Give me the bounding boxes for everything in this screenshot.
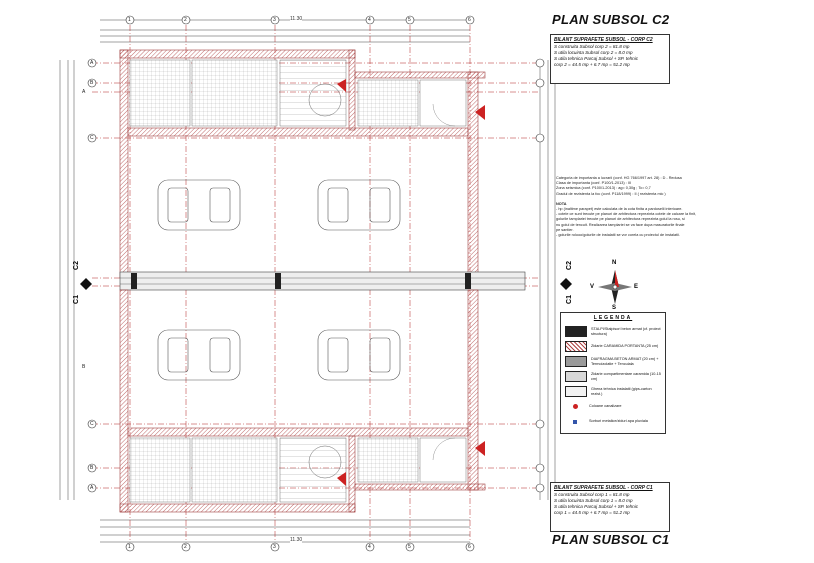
row-label-a-top: A <box>90 60 94 66</box>
bilant-c1-header: BILANT SUPRAFETE SUBSOL - CORP C1 <box>554 485 653 491</box>
compass-s: S <box>612 305 617 311</box>
legend-swatch-diaphragm <box>565 356 587 367</box>
legend-swatch-brick <box>565 341 587 352</box>
note-line: Clasa de importanta (conf. P100/1-2013) … <box>556 181 631 186</box>
legend-item: Sorburi metalice/ziduri apa pluviala <box>561 414 665 429</box>
column-label-6-top: 6 <box>468 17 471 23</box>
garage-cars-lower <box>157 329 401 381</box>
row-label-b-bottom: B <box>90 465 94 471</box>
bilant-c2-line: corp 2 = 44.5 mp + 6.7 mp = 51.2 mp <box>554 62 630 67</box>
section-mark-c2-left: C2 <box>72 261 80 270</box>
compass-v: V <box>590 284 595 290</box>
bilant-box-c2: BILANT SUPRAFETE SUBSOL - CORP C2 S cons… <box>550 34 670 84</box>
note-line: Zona seismica (conf. P100/1-2013) : ag= … <box>556 186 651 191</box>
column-label-4-bottom: 4 <box>368 544 371 550</box>
note-line: nu golul de tencuit. Realizarea tamplari… <box>556 222 685 227</box>
column-label-1-top: 1 <box>128 17 131 23</box>
overall-dimension-top: 11.30 <box>290 16 303 22</box>
compass-n: N <box>612 260 617 266</box>
note-line: pe santier. <box>556 227 574 232</box>
middle-wall <box>119 271 526 291</box>
bilant-c2-header: BILANT SUPRAFETE SUBSOL - CORP C2 <box>554 37 653 43</box>
legend-title: LEGENDA <box>593 315 633 321</box>
note-heading: NOTA <box>556 201 567 206</box>
legend-item: Zidarie compartimentare caramida (10-15 … <box>561 369 665 384</box>
legend-swatch-gutter-icon <box>573 419 577 424</box>
bilant-c2-line: S utila tehnica Parcaj Subsol + SP. tehn… <box>554 56 639 61</box>
note-line: Categoria de importanta a lucrarii (conf… <box>556 176 682 180</box>
bilant-c1-line: corp 1 = 44.5 mp + 6.7 mp = 51.2 mp <box>554 510 630 515</box>
column-label-5-bottom: 5 <box>408 544 411 550</box>
bilant-c1-line: S construita Subsol corp 1 = 81.8 mp <box>554 492 630 497</box>
top-dimensions <box>59 19 556 543</box>
column-label-2-top: 2 <box>184 17 187 23</box>
note-line: - golurile rolooo/golurile de instalatii… <box>556 233 680 238</box>
legend-item-label: Zidarie compartimentare caramida (10-15 … <box>591 372 661 381</box>
row-label-a2-top: A <box>82 89 86 95</box>
legend-item-label: Coloane canalizare <box>589 404 622 409</box>
legend-item: Coloane canalizare <box>561 399 665 414</box>
legend-item: DIAFRAGMA BETON ARMAT (20 cm) + Termoizo… <box>561 354 665 369</box>
bilant-c1-line: S utila locuinta Subsol corp 1 = 8.0 mp <box>554 498 633 503</box>
note-line: golurile tamplariei trecute pe planuri d… <box>556 217 685 222</box>
legend-item-label: Ghena tehnica instalatii (gips-carton re… <box>591 387 652 396</box>
legend-item: Ghena tehnica instalatii (gips-carton re… <box>561 384 665 399</box>
compass-e: E <box>634 284 639 290</box>
title-plan-subsol-c2: PLAN SUBSOL C2 <box>552 12 670 27</box>
row-label-c-bottom: C <box>90 421 94 427</box>
title-plan-subsol-c1: PLAN SUBSOL C1 <box>552 532 670 547</box>
column-label-3-top: 3 <box>273 17 276 23</box>
section-mark-c1-left: C1 <box>72 295 80 304</box>
project-notes: Categoria de importanta a lucrarii (conf… <box>556 176 756 238</box>
lower-block-walls <box>119 289 486 513</box>
legend-item-label: DIAFRAGMA BETON ARMAT (20 cm) + Termoizo… <box>591 357 659 366</box>
legend-item-label: Zidarie CARAMIDA PORTANTA (25 cm) <box>591 344 659 349</box>
legend-item-label: Sorburi metalice/ziduri apa pluviala <box>589 419 648 424</box>
bilant-box-c1: BILANT SUPRAFETE SUBSOL - CORP C1 S cons… <box>550 482 670 532</box>
legend-swatch-drain-icon <box>573 404 578 409</box>
overall-dimension-bottom: 11.30 <box>290 537 303 543</box>
legend-swatch-partition <box>565 371 587 382</box>
bilant-c2-line: S utila locuinta Subsol corp 2 = 8.0 mp <box>554 50 633 55</box>
section-mark-c1-right: C1 <box>565 295 573 304</box>
upper-rooms <box>129 59 485 127</box>
row-label-b2-bottom: B <box>82 364 86 370</box>
legend-item: STALPI/Stalpisori beton armat (cf. proie… <box>561 324 665 339</box>
row-label-a-bottom: A <box>90 485 94 491</box>
row-label-c-top: C <box>90 135 94 141</box>
note-line: - hp (inaltime parapet) este calculata d… <box>556 207 683 212</box>
row-label-b-top: B <box>90 80 94 86</box>
column-label-2-bottom: 2 <box>184 544 187 550</box>
legend-swatch-shaft <box>565 386 587 397</box>
section-markers <box>80 278 572 290</box>
legend-item-label: STALPI/Stalpisori beton armat (cf. proie… <box>591 327 661 336</box>
garage-cars-upper <box>157 179 401 231</box>
column-label-4-top: 4 <box>368 17 371 23</box>
lower-rooms <box>129 437 485 503</box>
note-line: Gradul de rezistenta la foc (conf. P118/… <box>556 191 666 196</box>
note-line: - cotele ce sunt trecute pe planuri de a… <box>556 212 697 217</box>
bilant-c2-line: S construita Subsol corp 2 = 81.8 mp <box>554 44 630 49</box>
legend-box: LEGENDA STALPI/Stalpisori beton armat (c… <box>560 312 666 434</box>
column-label-1-bottom: 1 <box>128 544 131 550</box>
legend-item: Zidarie CARAMIDA PORTANTA (25 cm) <box>561 339 665 354</box>
bilant-c1-line: S utila tehnica Parcaj Subsol + SP. tehn… <box>554 504 639 509</box>
section-mark-c2-right: C2 <box>565 261 573 270</box>
column-label-3-bottom: 3 <box>273 544 276 550</box>
column-markers <box>125 15 475 552</box>
column-label-5-top: 5 <box>408 17 411 23</box>
compass-rose <box>598 270 632 304</box>
column-label-6-bottom: 6 <box>468 544 471 550</box>
legend-swatch-concrete <box>565 326 587 337</box>
row-markers <box>87 58 545 493</box>
